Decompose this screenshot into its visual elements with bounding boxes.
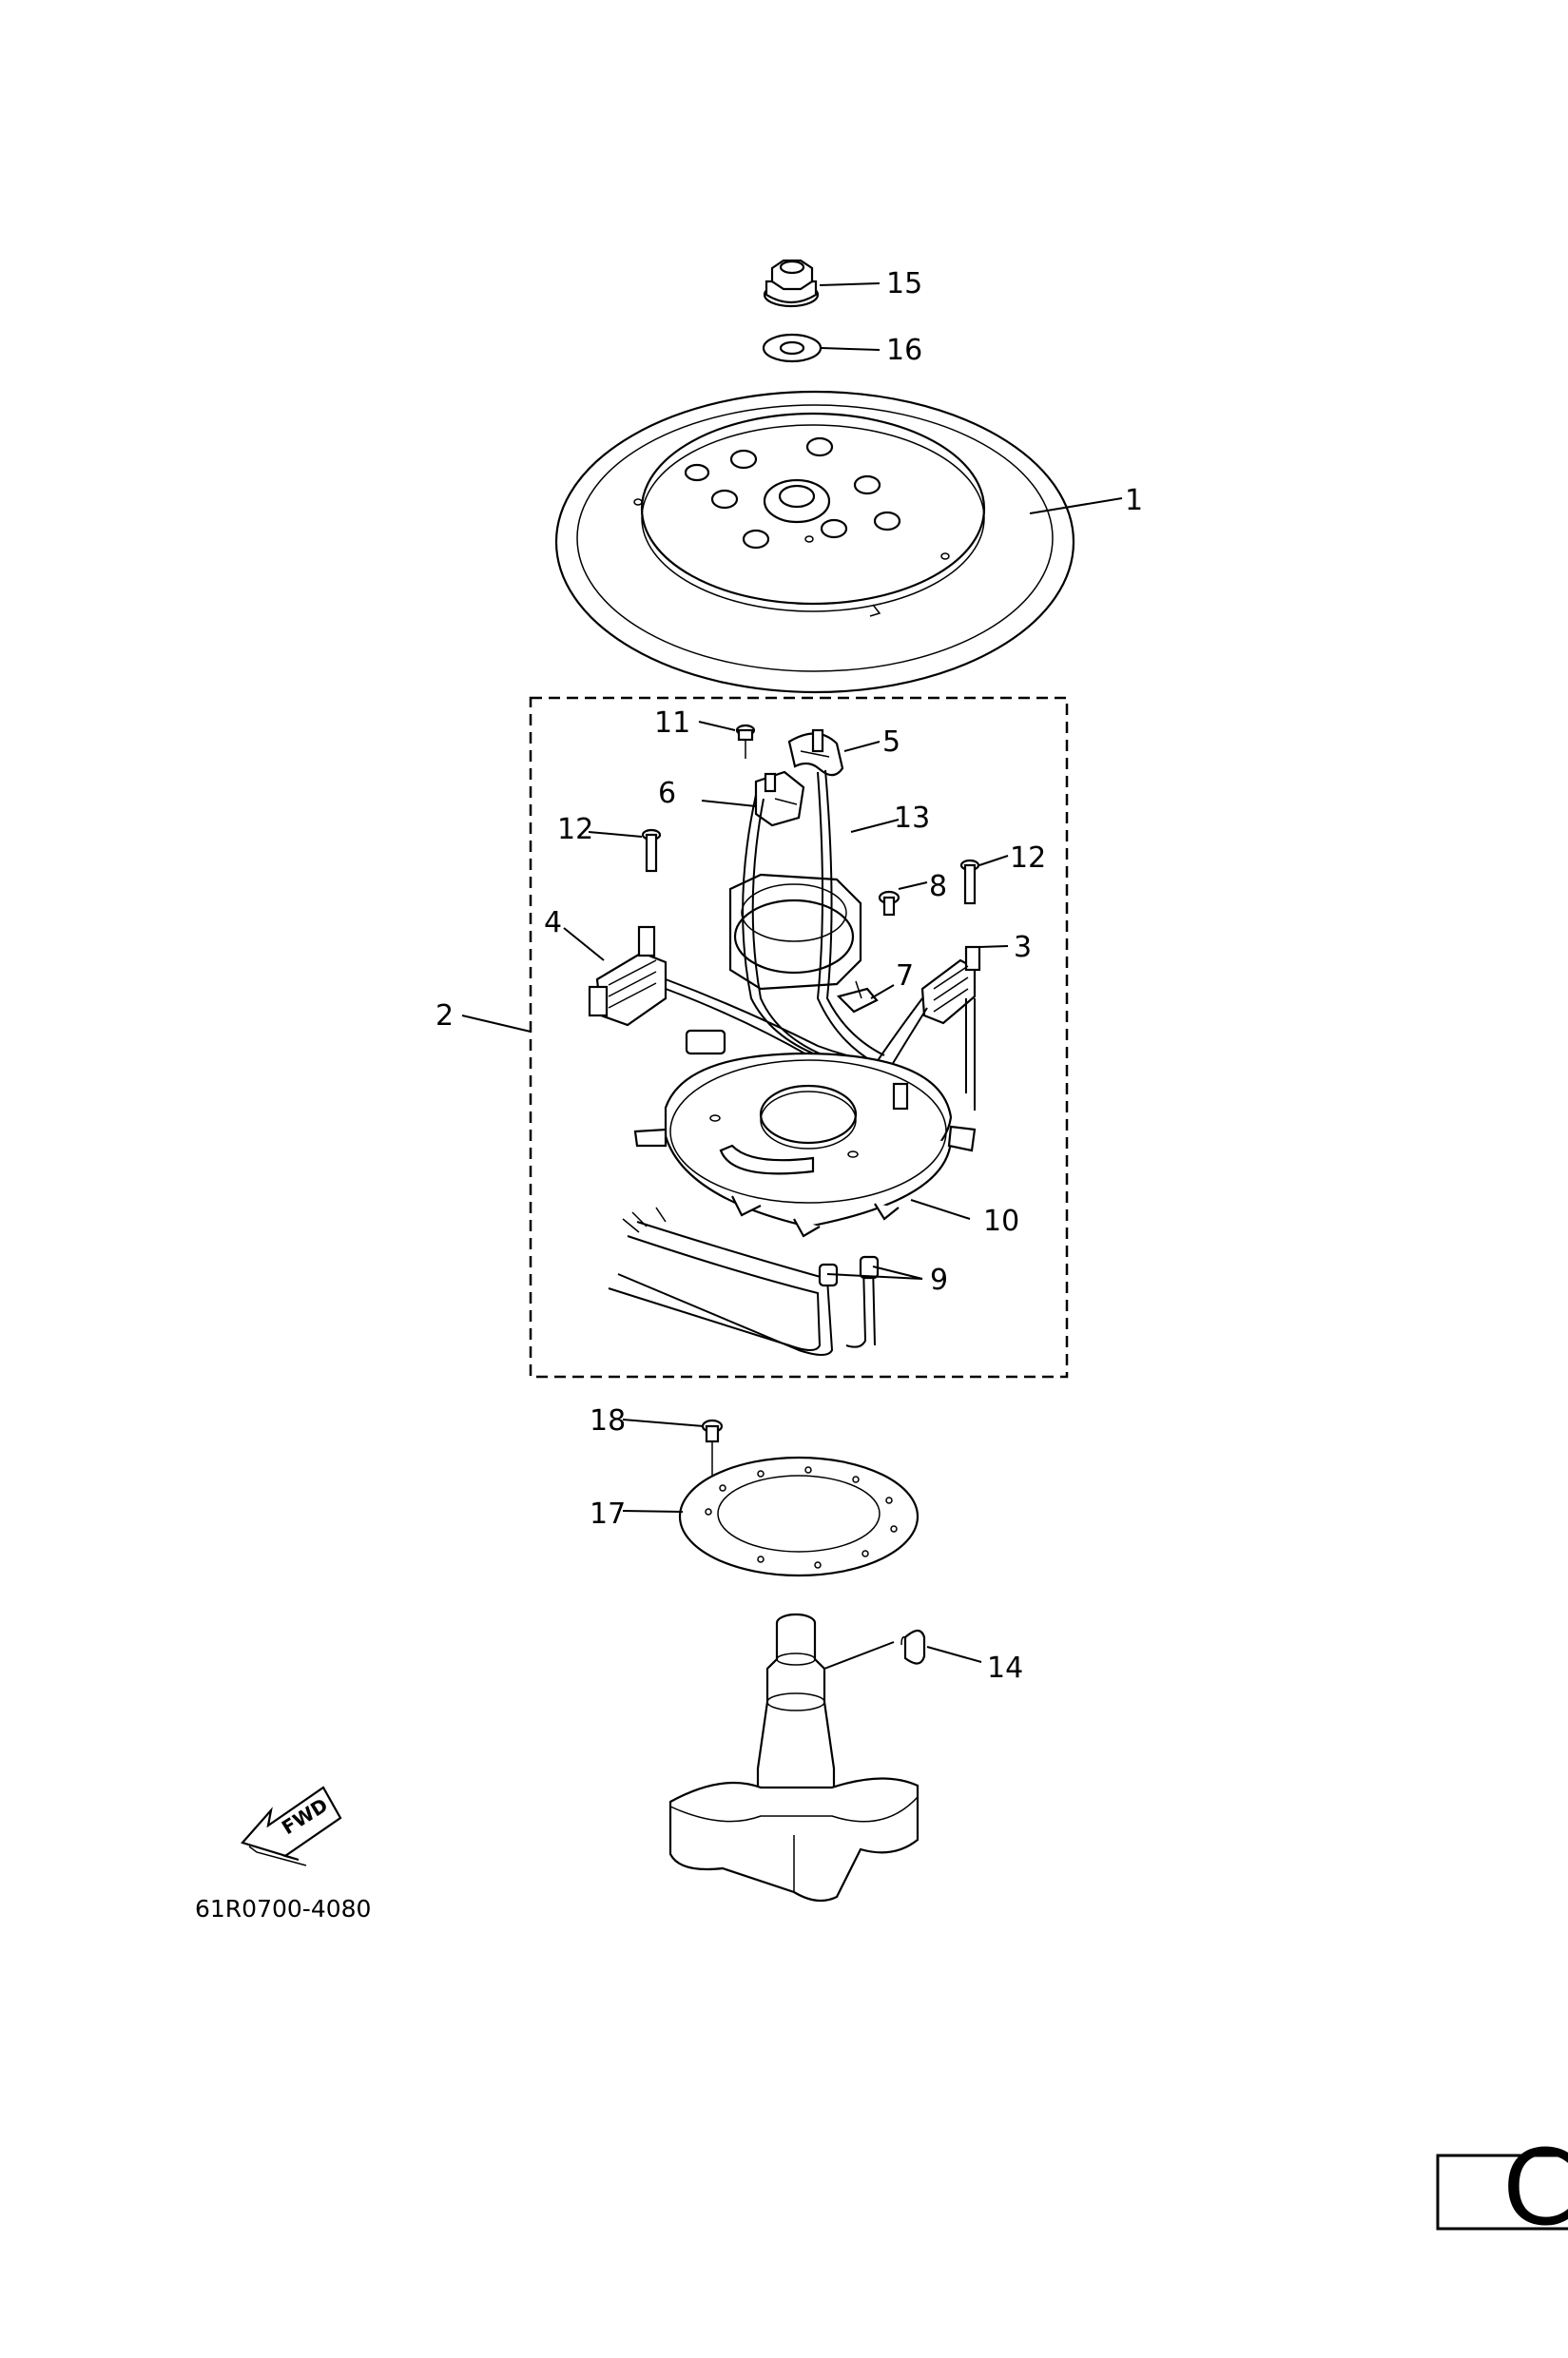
part-3-ignition-coil	[920, 945, 981, 1025]
part-11-screw	[735, 724, 756, 759]
section-letter-box: C	[1436, 2127, 1568, 2249]
callout-4: 4	[544, 906, 562, 939]
part-14-woodruff-key	[900, 1629, 926, 1665]
callout-11: 11	[654, 706, 690, 740]
callout-6: 6	[658, 777, 676, 810]
part-7-clamp	[836, 980, 879, 1014]
crankshaft	[668, 1613, 920, 1903]
part-13-lighting-coil	[728, 873, 862, 991]
part-6-charge-coil	[754, 770, 805, 827]
part-5-pulser-coil	[787, 728, 844, 777]
part-9-grommets-cables	[608, 1207, 880, 1356]
callout-12-right: 12	[1010, 841, 1046, 875]
callout-17: 17	[590, 1498, 626, 1531]
part-17-plate	[678, 1456, 920, 1577]
callout-12-left: 12	[557, 813, 593, 846]
callout-14: 14	[987, 1652, 1023, 1685]
callout-7: 7	[896, 959, 914, 993]
part-8-screw	[878, 890, 900, 917]
callout-3: 3	[1014, 931, 1032, 964]
part-4-ignition-coil	[588, 925, 668, 1027]
part-15-nut	[763, 259, 820, 308]
part-12-screw-left	[641, 828, 662, 873]
part-12-screw-right	[959, 859, 980, 905]
leader-lines	[461, 282, 1123, 1670]
part-16-washer	[762, 333, 823, 363]
callout-2: 2	[436, 999, 454, 1033]
callout-1: 1	[1125, 484, 1143, 517]
callout-8: 8	[929, 870, 947, 903]
callout-10: 10	[983, 1205, 1019, 1238]
part-10-stator-base	[633, 1029, 977, 1238]
fwd-arrow-icon: FWD	[241, 1786, 342, 1866]
callout-13: 13	[894, 802, 930, 835]
callout-18: 18	[590, 1404, 626, 1438]
callout-15: 15	[886, 267, 922, 300]
callout-labels: 15 16 1 11 5 6 13 12 12 8 4 3 7 2 10 9 1…	[436, 267, 1143, 1685]
callout-9: 9	[930, 1264, 948, 1297]
callout-16: 16	[886, 334, 922, 367]
stator-assembly-box	[529, 696, 1069, 1379]
section-letter: C	[1502, 2127, 1568, 2249]
part-1-flywheel	[554, 390, 1075, 694]
callout-5: 5	[882, 725, 900, 759]
part-code: 61R0700-4080	[195, 1895, 371, 1923]
